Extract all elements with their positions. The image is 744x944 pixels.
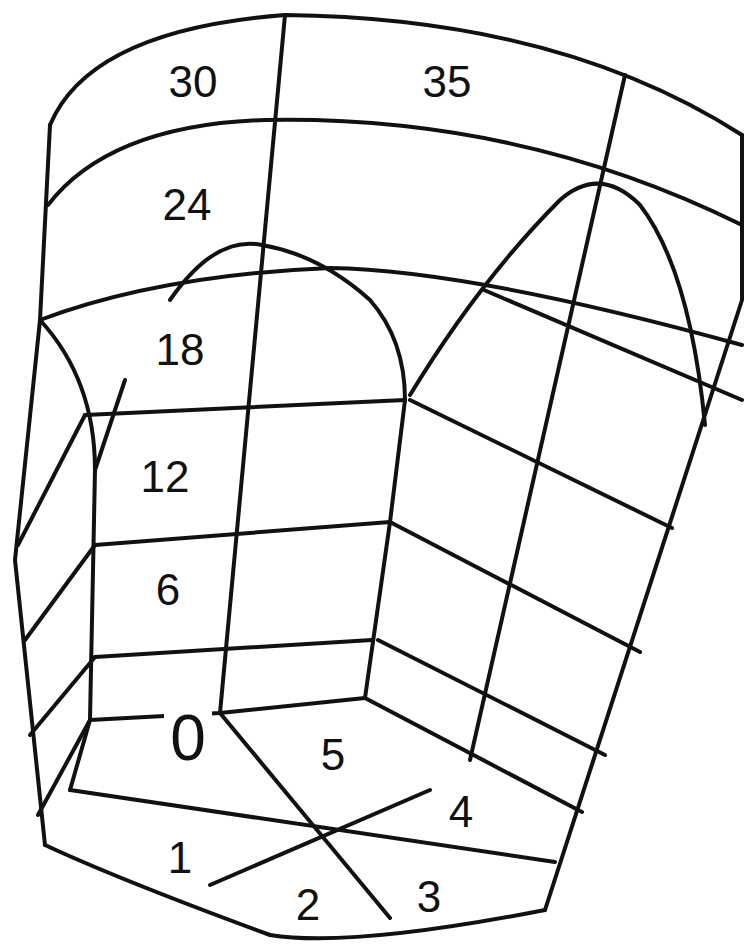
callout-number: 3 [411, 872, 447, 922]
callout-number: 4 [443, 787, 479, 837]
left-edge [15, 125, 50, 845]
callout-number: 12 [135, 452, 196, 502]
callout-number: 5 [315, 730, 351, 780]
panel-line [25, 545, 95, 640]
callout-number: 35 [417, 57, 478, 107]
panel-line [95, 640, 372, 657]
callout-number: 6 [150, 565, 186, 615]
panel-line [30, 657, 95, 735]
vertical-line [470, 75, 625, 760]
panel-line [390, 522, 640, 652]
callout-number: 18 [150, 325, 211, 375]
callout-number: 1 [162, 833, 198, 883]
arch [170, 244, 405, 400]
arch [410, 184, 705, 425]
panel-line [85, 400, 405, 415]
rim-arc [50, 15, 742, 135]
panel-line [365, 400, 405, 698]
callout-number: 0 [164, 703, 212, 773]
panel-line [90, 698, 365, 720]
callout-number: 24 [157, 180, 218, 230]
panel-line [410, 400, 672, 528]
band-arc [48, 120, 742, 225]
vertical-line [220, 15, 285, 713]
callout-number: 30 [163, 57, 224, 107]
callout-number: 2 [290, 880, 326, 930]
right-edge [545, 135, 742, 910]
panel-line [378, 640, 605, 755]
panel-line [95, 380, 125, 470]
panel-line [95, 522, 390, 545]
panel-line [38, 720, 90, 815]
panel-line [484, 290, 742, 400]
bottom-rim [45, 845, 545, 938]
floor-line [70, 790, 555, 862]
panel-line [18, 415, 85, 545]
